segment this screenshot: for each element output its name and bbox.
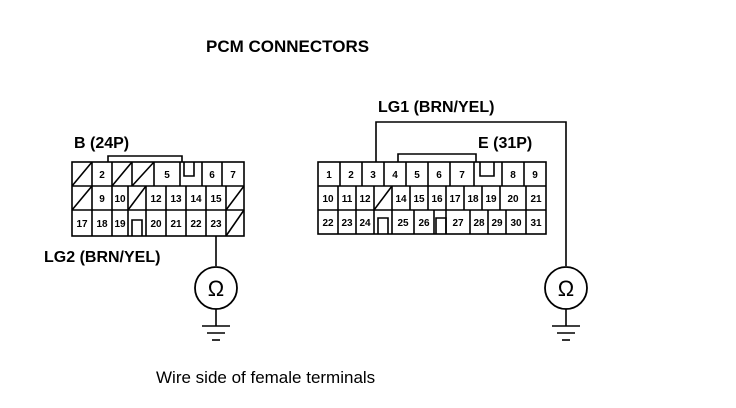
pin-label: 17 [449, 194, 461, 205]
pin-label: 5 [414, 170, 420, 181]
pin-label: 7 [230, 170, 236, 181]
connector-e-pins: 1 2 3 4 5 6 7 8 9 10 11 12 14 15 16 17 1… [322, 170, 542, 229]
pin-label: 21 [530, 194, 542, 205]
svg-text:Ω: Ω [558, 276, 574, 301]
pin-label: 18 [467, 194, 479, 205]
pin-label: 23 [341, 218, 353, 229]
pin-label: 12 [359, 194, 371, 205]
pin-label: 17 [76, 219, 88, 230]
pin-label: 9 [99, 194, 105, 205]
pin-label: 1 [326, 170, 332, 181]
lg1-wire [375, 121, 567, 266]
pin-label: 14 [190, 194, 202, 205]
pin-label: 2 [99, 170, 105, 181]
pin-label: 10 [114, 194, 126, 205]
pin-label: 7 [459, 170, 465, 181]
pin-label: 20 [150, 219, 162, 230]
pin-label: 25 [397, 218, 409, 229]
pin-label: 22 [322, 218, 334, 229]
ground-icon [202, 309, 230, 341]
pin-label: 19 [114, 219, 126, 230]
pin-label: 4 [392, 170, 398, 181]
connector-e-label: E (31P) [478, 135, 532, 152]
pin-label: 2 [348, 170, 354, 181]
pin-label: 8 [510, 170, 516, 181]
pin-label: 6 [436, 170, 442, 181]
pin-label: 16 [431, 194, 443, 205]
ohmmeter-icon: Ω [544, 266, 588, 310]
pin-label: 23 [210, 219, 222, 230]
pin-label: 26 [418, 218, 430, 229]
pin-label: 24 [359, 218, 371, 229]
diagram-title: PCM CONNECTORS [206, 37, 369, 56]
connector-b [71, 155, 245, 266]
connector-e [317, 153, 547, 235]
diagram-caption: Wire side of female terminals [156, 368, 375, 387]
pin-label: 10 [322, 194, 334, 205]
pin-label: 12 [150, 194, 162, 205]
lg1-wire-label: LG1 (BRN/YEL) [378, 99, 494, 116]
pin-label: 21 [170, 219, 182, 230]
lg2-wire-label: LG2 (BRN/YEL) [44, 249, 160, 266]
connector-b-label: B (24P) [74, 135, 129, 152]
pin-label: 27 [452, 218, 464, 229]
pin-label: 31 [530, 218, 542, 229]
svg-text:Ω: Ω [208, 276, 224, 301]
pin-label: 22 [190, 219, 202, 230]
pin-label: 20 [507, 194, 519, 205]
pin-label: 3 [370, 170, 376, 181]
pin-label: 29 [491, 218, 503, 229]
pin-label: 13 [170, 194, 182, 205]
pin-label: 14 [395, 194, 407, 205]
pin-label: 30 [510, 218, 522, 229]
pin-label: 6 [209, 170, 215, 181]
pin-label: 15 [210, 194, 222, 205]
pin-label: 15 [413, 194, 425, 205]
pin-label: 5 [164, 170, 170, 181]
pin-label: 11 [342, 194, 353, 205]
connector-b-pins: 2 5 6 7 9 10 12 13 14 15 17 18 19 20 21 … [76, 170, 236, 230]
pin-label: 28 [473, 218, 485, 229]
pin-label: 18 [96, 219, 108, 230]
ground-icon [552, 309, 580, 341]
pin-label: 9 [532, 170, 538, 181]
pin-label: 19 [485, 194, 497, 205]
ohmmeter-icon: Ω [194, 266, 238, 310]
